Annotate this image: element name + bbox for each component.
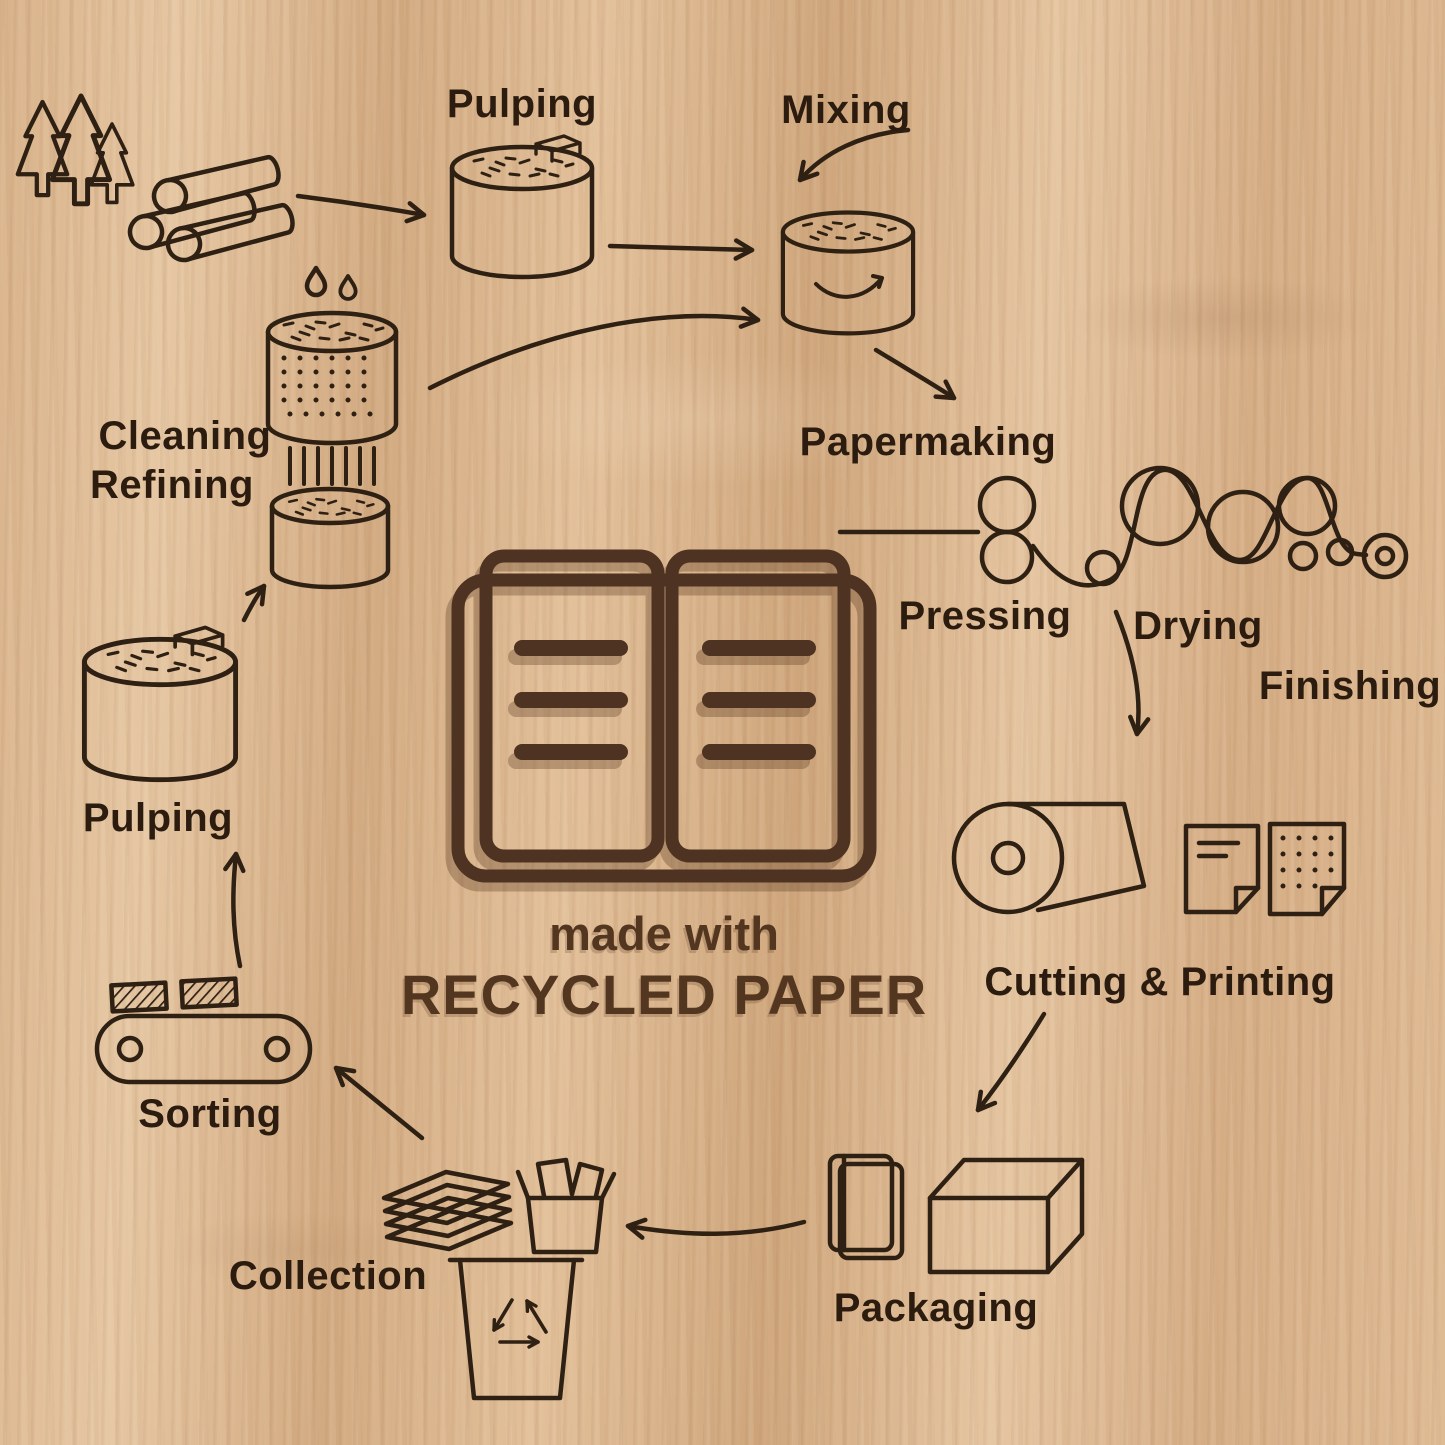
arrow-mixing-to-papermaking [873, 347, 957, 401]
arrow-mixing-label [797, 127, 911, 183]
arrow-cutting-to-packaging [975, 1011, 1047, 1113]
arrow-refining-to-mixing [427, 306, 761, 391]
open-book-icon [451, 549, 877, 883]
label-cutting-printing: Cutting & Printing [984, 960, 1336, 1004]
recycled-pulping-vat-icon [84, 627, 235, 779]
trees-icon [18, 96, 135, 204]
arrow-packaging-to-collection [625, 1217, 807, 1240]
mixing-vat-icon [783, 212, 913, 333]
arrow-logs-to-pulping [295, 193, 427, 224]
arrow-collection-to-sorting [333, 1065, 425, 1141]
label-papermaking: Papermaking [799, 420, 1057, 464]
refining-drum-icon [269, 486, 391, 590]
label-cleaning: Cleaning [98, 414, 272, 458]
paper-roll-icon [951, 801, 1147, 915]
tagline-made-with: made with [549, 907, 779, 960]
conveyor-sorting-icon [94, 976, 313, 1085]
label-collection: Collection [228, 1254, 428, 1298]
arrow-drying-to-cutting [1113, 609, 1151, 737]
label-sorting: Sorting [138, 1092, 282, 1136]
logs-icon [127, 154, 296, 264]
label-finishing: Finishing [1258, 664, 1442, 708]
label-refining: Refining [90, 463, 254, 507]
label-drying: Drying [1133, 604, 1263, 648]
recycling-bin-icon [447, 1257, 585, 1401]
arrow-pulping-to-mixing [607, 238, 755, 261]
paper-stack-icon [381, 1169, 514, 1252]
pulping-vat-icon [452, 136, 592, 277]
label-pulping-recycled: Pulping [82, 796, 234, 840]
label-pulping-top: Pulping [446, 82, 598, 126]
collection-box-icon [515, 1157, 617, 1255]
printed-sheets-icon [1183, 821, 1347, 917]
shipping-box-icon [927, 1157, 1085, 1275]
arrow-sorting-to-pulping [223, 851, 246, 969]
label-packaging: Packaging [833, 1286, 1039, 1330]
label-pressing: Pressing [898, 594, 1072, 638]
water-drops-icon [307, 268, 358, 301]
arrow-pulping-to-refining [241, 583, 267, 623]
cleaning-drum-icon [265, 310, 399, 486]
papermaking-machine-icon [837, 465, 1409, 588]
label-mixing: Mixing [781, 88, 911, 132]
notebook-icon [827, 1153, 905, 1261]
tagline-recycled-paper: RECYCLED PAPER [400, 963, 928, 1026]
